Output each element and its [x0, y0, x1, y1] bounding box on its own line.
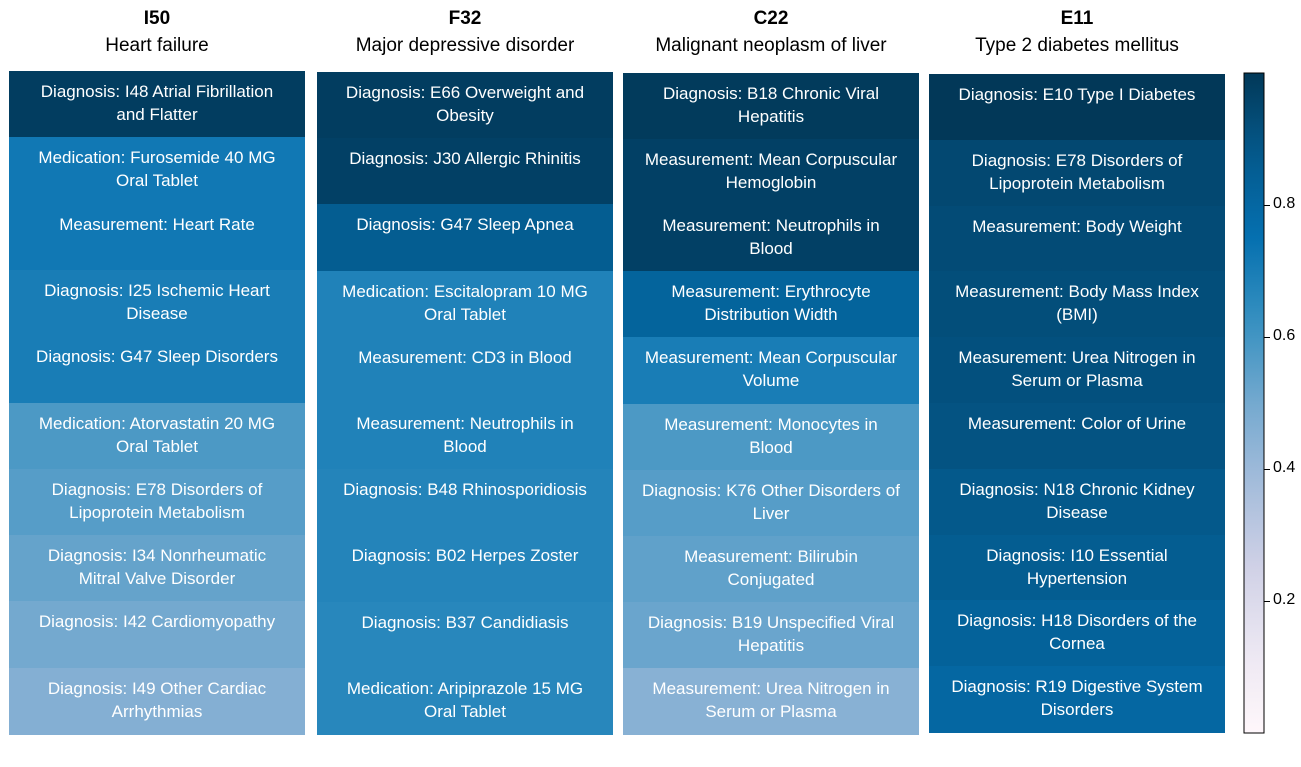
column-title: Malignant neoplasm of liver: [655, 35, 887, 56]
heatmap-cell: Diagnosis: R19 Digestive System Disorder…: [929, 666, 1225, 733]
heatmap-cell: Diagnosis: I42 Cardiomyopathy: [9, 601, 305, 669]
heatmap-cell: Measurement: Urea Nitrogen in Serum or P…: [623, 667, 919, 735]
heatmap-cell: Diagnosis: E10 Type I Diabetes: [929, 74, 1225, 141]
heatmap-cell: Measurement: Monocytes in Blood: [623, 403, 919, 471]
colorbar-tick-label: 0.6: [1273, 327, 1296, 344]
colorbar-gradient: [1243, 72, 1265, 734]
heatmap-cell: Diagnosis: N18 Chronic Kidney Disease: [929, 468, 1225, 536]
heatmap-cell: Diagnosis: I25 Ischemic Heart Disease: [9, 269, 305, 337]
heatmap-cell: Medication: Atorvastatin 20 MG Oral Tabl…: [9, 402, 305, 470]
column-code-i50: I50: [143, 8, 171, 29]
heatmap-cell: Diagnosis: B02 Herpes Zoster: [317, 535, 613, 603]
heatmap-cell: Measurement: Neutrophils in Blood: [317, 403, 613, 470]
heatmap-cell: Measurement: Bilirubin Conjugated: [623, 535, 919, 603]
heatmap-cell: Diagnosis: G47 Sleep Apnea: [317, 204, 613, 272]
colorbar-tick: [1264, 337, 1270, 338]
heatmap-cell: Diagnosis: K76 Other Disorders of Liver: [623, 469, 919, 537]
heatmap-cell: Diagnosis: I48 Atrial Fibrillation and F…: [9, 71, 305, 138]
heatmap-cell: Diagnosis: I10 Essential Hypertension: [929, 534, 1225, 601]
column-title: Heart failure: [105, 35, 209, 56]
column-title: Type 2 diabetes mellitus: [975, 35, 1179, 56]
column-code-f32: F32: [448, 8, 482, 29]
colorbar-tick: [1264, 205, 1270, 206]
heatmap-cell: Measurement: Mean Corpuscular Volume: [623, 337, 919, 405]
heatmap-cell: Measurement: Body Mass Index (BMI): [929, 271, 1225, 338]
heatmap-cell: Measurement: Heart Rate: [9, 203, 305, 271]
heatmap-cell: Diagnosis: I49 Other Cardiac Arrhythmias: [9, 667, 305, 735]
heatmap-cell: Diagnosis: B18 Chronic Viral Hepatitis: [623, 73, 919, 140]
heatmap-cell: Medication: Escitalopram 10 MG Oral Tabl…: [317, 270, 613, 338]
colorbar-tick-label: 0.4: [1273, 459, 1296, 476]
colorbar-tick-label: 0.8: [1273, 195, 1296, 212]
heatmap-cell: Diagnosis: B37 Candidiasis: [317, 601, 613, 669]
heatmap-cell: Measurement: Color of Urine: [929, 403, 1225, 470]
heatmap-cell: Measurement: Urea Nitrogen in Serum or P…: [929, 337, 1225, 404]
heatmap-cell: Diagnosis: B48 Rhinosporidiosis: [317, 469, 613, 536]
heatmap-cell: Measurement: CD3 in Blood: [317, 336, 613, 404]
heatmap-cell: Diagnosis: I34 Nonrheumatic Mitral Valve…: [9, 535, 305, 602]
heatmap-cell: Medication: Furosemide 40 MG Oral Tablet: [9, 137, 305, 205]
heatmap-cell: Measurement: Body Weight: [929, 205, 1225, 272]
column-code-c22: C22: [753, 8, 789, 29]
heatmap-cell: Medication: Aripiprazole 15 MG Oral Tabl…: [317, 667, 613, 735]
heatmap-cell: Measurement: Mean Corpuscular Hemoglobin: [623, 139, 919, 206]
heatmap-cell: Measurement: Neutrophils in Blood: [623, 205, 919, 272]
heatmap-cell: Measurement: Erythrocyte Distribution Wi…: [623, 271, 919, 338]
heatmap-cell: Diagnosis: E78 Disorders of Lipoprotein …: [929, 139, 1225, 207]
column-code-e11: E11: [1060, 8, 1094, 29]
heatmap-cell: Diagnosis: G47 Sleep Disorders: [9, 336, 305, 404]
heatmap-cell: Diagnosis: J30 Allergic Rhinitis: [317, 138, 613, 205]
colorbar-tick: [1264, 601, 1270, 602]
heatmap-cell: Diagnosis: E78 Disorders of Lipoprotein …: [9, 468, 305, 536]
heatmap-cell: Diagnosis: E66 Overweight and Obesity: [317, 72, 613, 139]
column-title: Major depressive disorder: [355, 35, 575, 56]
colorbar-tick: [1264, 469, 1270, 470]
colorbar-tick-label: 0.2: [1273, 591, 1296, 608]
heatmap-cell: Diagnosis: H18 Disorders of the Cornea: [929, 600, 1225, 667]
heatmap-cell: Diagnosis: B19 Unspecified Viral Hepatit…: [623, 601, 919, 669]
